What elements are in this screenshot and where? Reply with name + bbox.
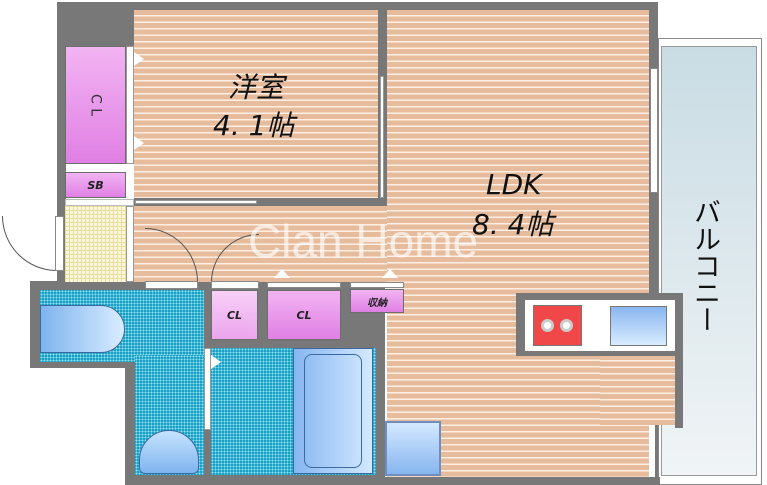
- sliding-door[interactable]: [380, 76, 384, 198]
- closet-main: C L: [65, 46, 126, 164]
- closet-main-label: C L: [87, 93, 104, 117]
- burner-icon: [541, 319, 554, 332]
- ldk-size: 8. 4帖: [472, 208, 554, 241]
- ldk-kitchen-floor: [600, 355, 675, 425]
- wall-inner-top: [65, 11, 135, 46]
- front-door[interactable]: [2, 216, 57, 271]
- shoe-box: SB: [65, 172, 126, 198]
- western-room: [134, 10, 379, 198]
- closet-small-2-label: CL: [296, 308, 312, 322]
- balcony-label: バルコニー: [689, 198, 720, 333]
- storage: 収納: [350, 289, 404, 313]
- bathtub: [293, 348, 373, 474]
- wall-western-bottom: [134, 198, 387, 206]
- wall-left: [57, 2, 66, 285]
- closet-small-1-label: CL: [226, 308, 243, 322]
- wall-top: [57, 2, 658, 11]
- western-room-name: 洋室: [228, 71, 285, 104]
- burner-icon: [560, 319, 573, 332]
- washing-machine-space: [385, 421, 441, 476]
- entrance: [65, 206, 126, 282]
- toilet: [40, 305, 125, 353]
- western-room-size: 4. 1帖: [213, 109, 295, 142]
- closet-small-1: CL: [211, 290, 258, 340]
- stove: [533, 305, 582, 346]
- balcony: [658, 38, 762, 485]
- storage-label: 収納: [367, 297, 387, 309]
- wall-kitchen-right: [675, 293, 683, 428]
- closet-small-2: CL: [267, 290, 341, 340]
- window[interactable]: [650, 68, 658, 193]
- ldk-name: LDK: [486, 168, 542, 201]
- watermark: Clan Home: [248, 215, 479, 267]
- kitchen-sink: [610, 306, 667, 346]
- wash-basin: [139, 430, 199, 474]
- sliding-door-bottom[interactable]: [135, 200, 257, 204]
- wall-ldk-bottom: [380, 477, 660, 485]
- shoe-box-label: SB: [87, 178, 104, 192]
